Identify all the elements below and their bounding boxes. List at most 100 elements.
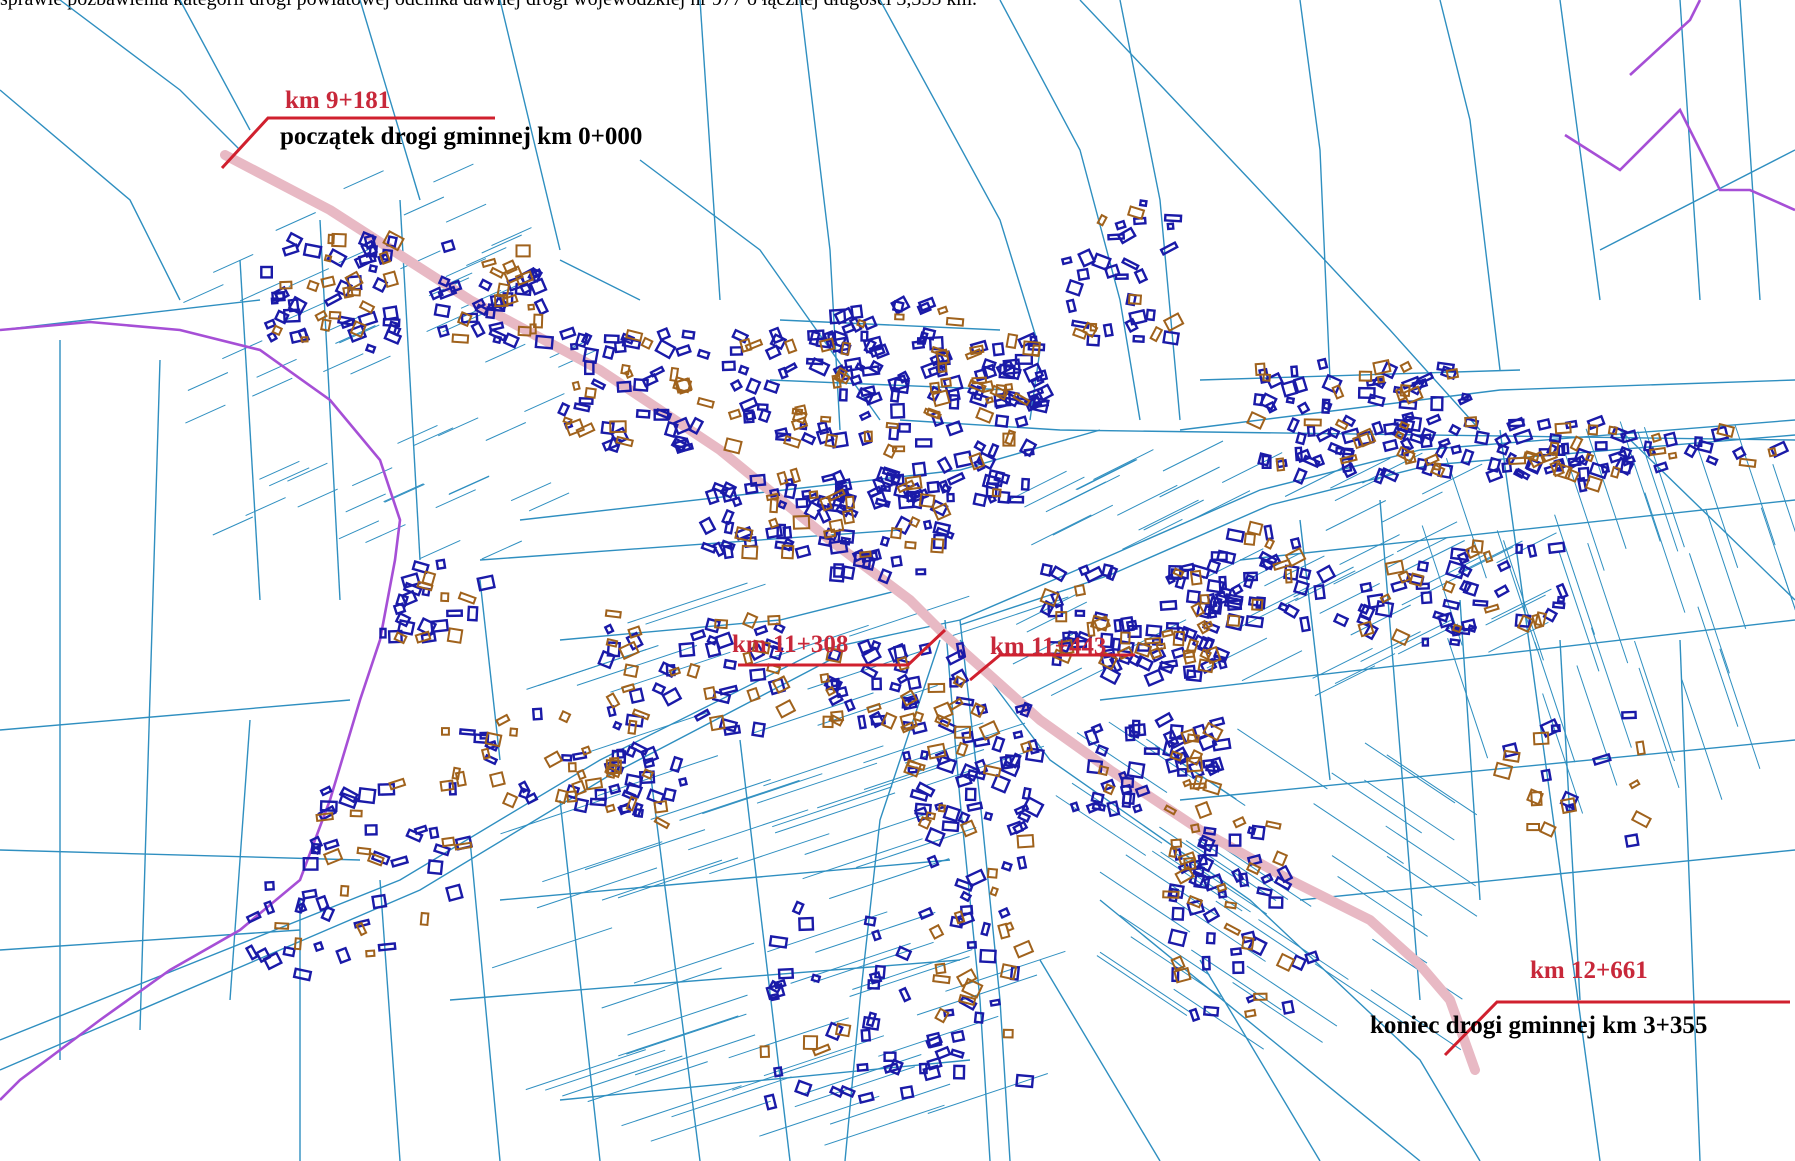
other-building bbox=[1442, 580, 1456, 594]
parcel-line bbox=[756, 762, 878, 804]
other-building bbox=[880, 711, 898, 730]
other-building bbox=[1187, 748, 1204, 766]
residential-building bbox=[1217, 889, 1228, 899]
other-building bbox=[378, 250, 392, 265]
other-building bbox=[822, 715, 834, 729]
residential-building bbox=[981, 363, 998, 380]
other-building bbox=[1020, 740, 1034, 754]
residential-building bbox=[1493, 584, 1510, 599]
other-building bbox=[1246, 520, 1264, 537]
residential-building bbox=[1467, 623, 1478, 634]
parcel-line bbox=[1719, 648, 1761, 769]
residential-building bbox=[798, 916, 815, 932]
residential-building bbox=[723, 724, 742, 736]
other-building bbox=[771, 675, 791, 695]
other-building bbox=[1264, 537, 1276, 550]
other-building bbox=[1376, 375, 1386, 384]
other-building bbox=[1168, 847, 1178, 859]
residential-building bbox=[948, 394, 960, 410]
parcel-line bbox=[1206, 637, 1268, 669]
other-building bbox=[1192, 774, 1204, 791]
parcel-line bbox=[268, 467, 310, 487]
residential-building bbox=[1228, 833, 1242, 847]
parcel-line bbox=[1093, 449, 1154, 481]
other-building bbox=[1163, 804, 1178, 816]
other-building bbox=[527, 303, 536, 311]
residential-building bbox=[879, 535, 891, 548]
other-building bbox=[584, 777, 604, 791]
residential-building bbox=[1357, 386, 1376, 400]
parcel-line bbox=[1334, 653, 1396, 685]
parcel-line bbox=[187, 372, 229, 391]
residential-building bbox=[861, 1015, 881, 1031]
other-building bbox=[1243, 532, 1257, 546]
parcel-line bbox=[384, 483, 425, 503]
residential-building bbox=[1018, 438, 1038, 458]
other-building bbox=[1172, 630, 1186, 647]
parcel-line bbox=[1576, 665, 1618, 786]
residential-building bbox=[302, 242, 323, 259]
other-building bbox=[279, 280, 293, 290]
residential-building bbox=[744, 410, 757, 422]
residential-building bbox=[858, 410, 872, 422]
other-building bbox=[934, 1007, 950, 1024]
parcel-line bbox=[1258, 919, 1349, 980]
other-building bbox=[356, 846, 372, 856]
residential-building bbox=[965, 868, 987, 888]
residential-building bbox=[834, 504, 850, 518]
residential-building bbox=[608, 783, 622, 795]
other-building bbox=[999, 963, 1018, 981]
residential-building bbox=[1359, 581, 1373, 594]
parcel-line bbox=[1249, 585, 1310, 617]
parcel-line bbox=[1313, 803, 1404, 865]
residential-building bbox=[857, 638, 874, 655]
residential-building bbox=[387, 629, 403, 644]
residential-building bbox=[729, 346, 744, 356]
residential-building bbox=[932, 521, 952, 537]
residential-building bbox=[1105, 565, 1119, 582]
residential-building bbox=[899, 1085, 915, 1100]
residential-building bbox=[1474, 430, 1490, 446]
other-building bbox=[1379, 593, 1392, 604]
other-building bbox=[819, 672, 830, 684]
other-building bbox=[1253, 992, 1268, 1001]
residential-building bbox=[326, 247, 348, 268]
other-building bbox=[908, 515, 921, 529]
residential-building bbox=[843, 698, 856, 713]
residential-building bbox=[1536, 418, 1552, 431]
residential-building bbox=[338, 786, 359, 804]
residential-building bbox=[1594, 440, 1608, 451]
other-building bbox=[1432, 462, 1442, 471]
parcel-line bbox=[1130, 936, 1222, 998]
residential-building bbox=[1256, 886, 1273, 897]
residential-building bbox=[1457, 393, 1473, 406]
residential-building bbox=[1188, 1007, 1201, 1023]
parcel-line bbox=[1197, 839, 1289, 901]
parcel-line bbox=[1096, 955, 1188, 1017]
residential-building bbox=[828, 1085, 845, 1099]
parcel-line bbox=[1760, 507, 1795, 611]
residential-building bbox=[1437, 437, 1451, 449]
residential-building bbox=[651, 682, 667, 696]
parcel-line bbox=[1364, 742, 1456, 804]
residential-building bbox=[260, 265, 273, 279]
residential-building bbox=[998, 906, 1011, 919]
residential-building bbox=[1408, 432, 1426, 445]
parcel-line bbox=[222, 340, 263, 360]
parcel-line bbox=[849, 595, 970, 637]
other-building bbox=[842, 509, 855, 525]
other-building bbox=[1232, 815, 1247, 829]
mid2-km-label: km 11+443 bbox=[990, 633, 1107, 660]
parcel-line bbox=[1052, 504, 1114, 536]
other-building bbox=[928, 923, 945, 940]
residential-building bbox=[979, 948, 997, 964]
residential-building bbox=[1613, 456, 1635, 476]
residential-building bbox=[704, 487, 720, 506]
parcel-line bbox=[1697, 606, 1739, 727]
parcel-line bbox=[1331, 772, 1422, 834]
parcel-line bbox=[345, 493, 386, 513]
residential-building bbox=[597, 649, 617, 670]
parcel-line bbox=[584, 829, 706, 871]
parcel-line bbox=[1364, 779, 1455, 841]
residential-building bbox=[816, 506, 832, 524]
